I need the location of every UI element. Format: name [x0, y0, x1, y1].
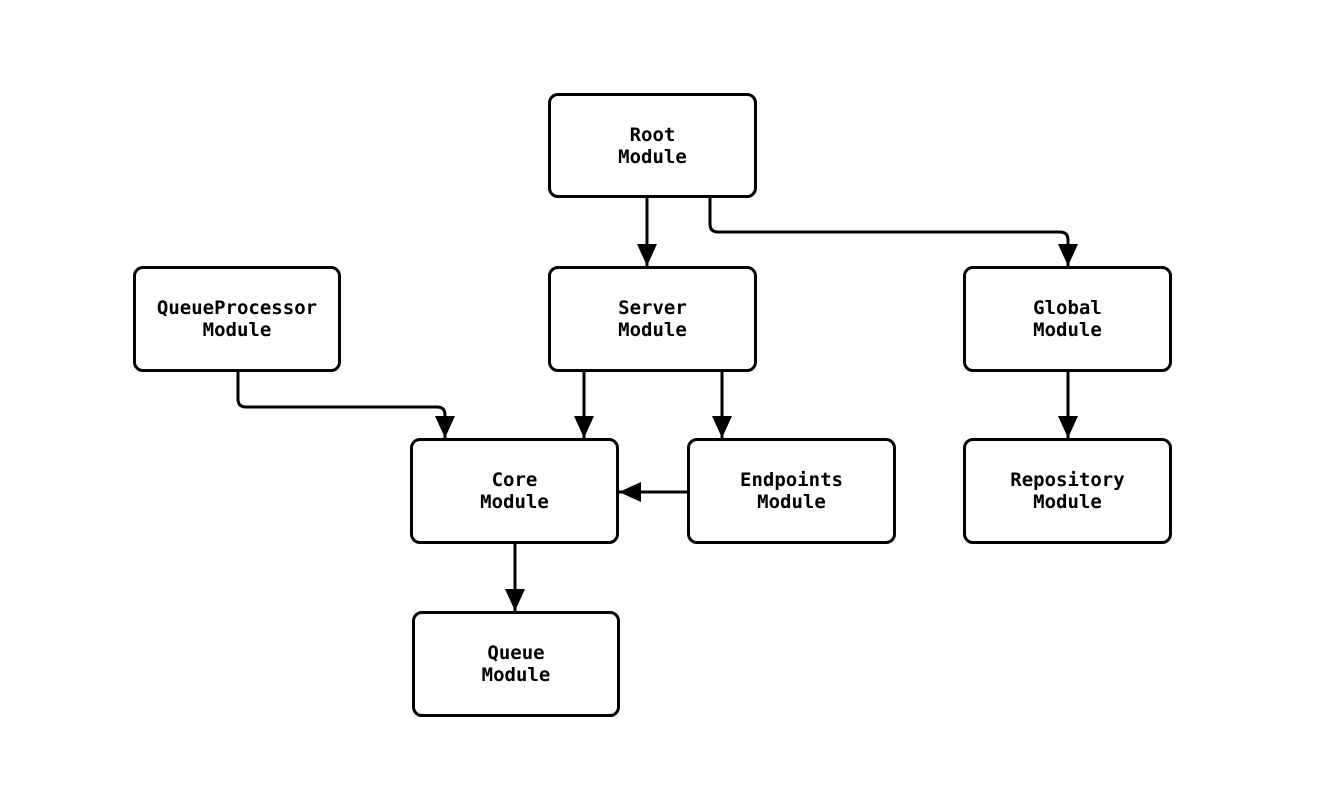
node-repository-module-label: Repository Module: [1010, 469, 1125, 513]
node-queue-module: Queue Module: [412, 611, 620, 717]
node-server-module: Server Module: [548, 266, 757, 372]
node-root-module-label: Root Module: [618, 123, 687, 168]
edge-queueprocessor-to-core: [236, 372, 455, 438]
node-root-module: Root Module: [548, 93, 757, 198]
node-global-module-label: Global Module: [1033, 297, 1102, 341]
node-endpoints-module: Endpoints Module: [687, 438, 896, 544]
node-queueprocessor-module-label: QueueProcessor Module: [156, 297, 318, 341]
node-server-module-label: Server Module: [618, 297, 687, 341]
node-queueprocessor-module: QueueProcessor Module: [133, 266, 341, 372]
node-queue-module-label: Queue Module: [481, 642, 551, 686]
node-core-module-label: Core Module: [480, 469, 549, 513]
node-core-module: Core Module: [410, 438, 619, 544]
node-global-module: Global Module: [963, 266, 1172, 372]
node-endpoints-module-label: Endpoints Module: [740, 469, 843, 513]
node-repository-module: Repository Module: [963, 438, 1172, 544]
edge-root-to-global: [708, 198, 1078, 266]
